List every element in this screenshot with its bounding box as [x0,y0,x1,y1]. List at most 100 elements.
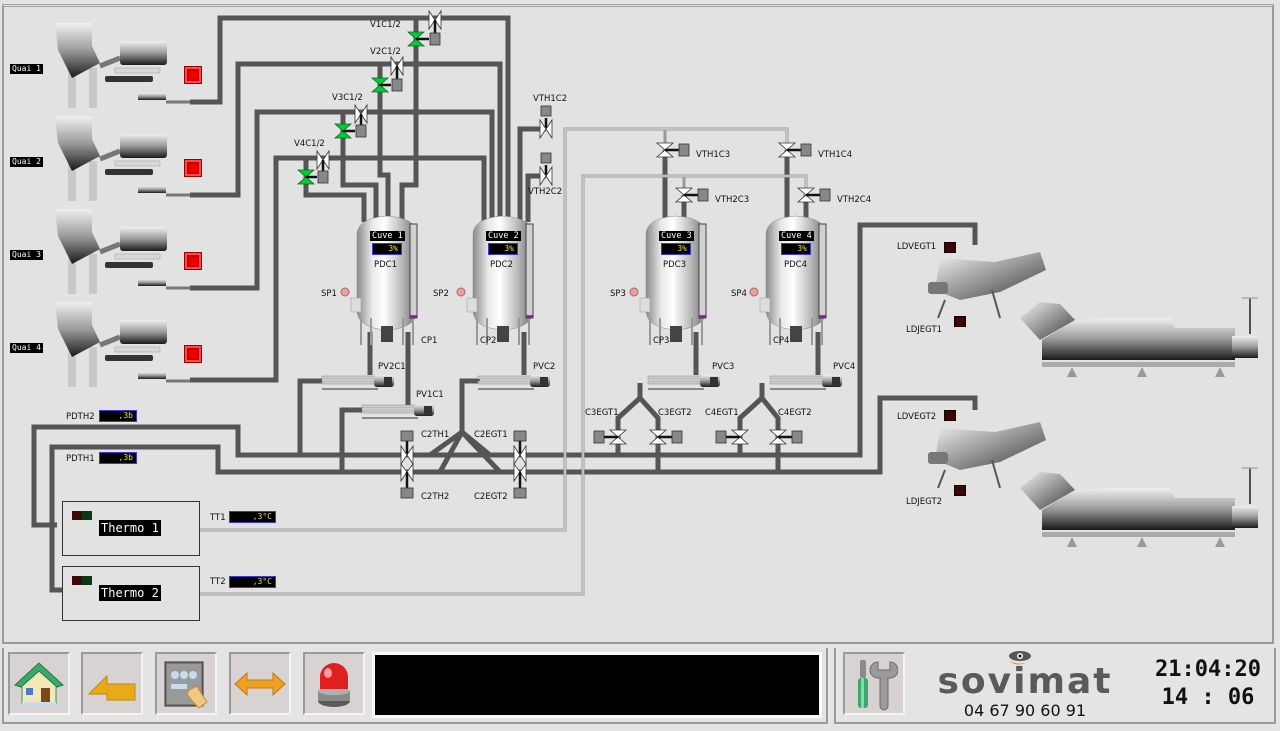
label-v3c12: V3C1/2 [332,93,363,103]
thermo-1-box[interactable]: Thermo 1 [62,501,200,556]
pipe-quai3 [190,109,495,291]
label-cp4: CP4 [773,336,789,346]
label-c4egt2: C4EGT2 [778,408,812,418]
label-ldjegt1: LDJEGT1 [906,325,942,335]
tank-2-sample-port-icon[interactable] [456,287,466,297]
valve-v1c12[interactable] [406,9,442,47]
valve-c2egt1[interactable] [513,430,527,466]
tank-2-level-fill [526,315,533,318]
tt1-display: ,3°C [229,511,276,523]
tank-1-level: 3% [372,243,402,255]
pipe-v3-cuve1 [340,114,379,222]
valve-vth2c4[interactable] [796,187,831,203]
valve-v3c12[interactable] [333,103,368,139]
quai-3-machine [55,209,190,294]
label-c2egt1: C2EGT1 [474,430,508,440]
label-cp3: CP3 [653,336,669,346]
label-ldjegt2: LDJEGT2 [906,497,942,507]
valve-vth2c3[interactable] [674,187,709,203]
valve-vth1c3[interactable] [655,142,690,158]
tank-2-level-gauge [525,223,534,319]
label-pvc3: PVC3 [712,362,734,372]
valve-vth2c2[interactable] [539,152,553,187]
valve-vth1c4[interactable] [777,142,812,158]
valve-c3egt2[interactable] [648,429,683,445]
pump-pvc4[interactable] [769,375,842,390]
valve-c4egt1[interactable] [715,429,750,445]
tank-3-name: Cuve 3 [659,231,694,241]
quai-2-machine [55,116,190,201]
tank-3-level-fill [699,315,706,318]
tools-icon [858,659,898,710]
tank-1-name: Cuve 1 [370,231,405,241]
tank-4-level-fill [819,315,826,318]
label-pv2c1: PV2C1 [378,362,406,372]
pipe-pdth1 [49,395,978,593]
tank-3-level-gauge [698,223,707,319]
press-2[interactable] [1020,467,1258,547]
pump-pvc2[interactable] [477,375,550,390]
double-arrow-icon [234,671,286,696]
valve-labels: V1C1/2 V2C1/2 V3C1/2 V4C1/2 VTH1C2 VTH2C… [66,20,942,587]
pump-pvc3[interactable] [647,375,720,390]
tank-3-sample-port-icon[interactable] [629,287,639,297]
footer-toolbar: sovimat 04 67 90 60 91 21:04:20 14 : 06 [0,645,1280,731]
home-button[interactable] [8,652,70,715]
control-panel-button[interactable] [155,652,217,715]
label-c2th1: C2TH1 [421,430,449,440]
tools-button[interactable] [843,652,905,715]
tank-4-sample-port-icon[interactable] [749,287,759,297]
quai-2-alarm-indicator[interactable] [184,159,202,177]
label-sp2: SP2 [433,289,449,299]
label-c3egt2: C3EGT2 [658,408,692,418]
thermo-2-box[interactable]: Thermo 2 [62,566,200,621]
clock-time: 21:04:20 [1155,657,1261,682]
valve-vth1c2[interactable] [539,105,553,140]
valve-v4c12[interactable] [296,149,330,185]
label-sp3: SP3 [610,289,626,299]
label-vth2c3: VTH2C3 [715,195,749,205]
quai-3-alarm-indicator[interactable] [184,252,202,270]
valve-c2th2[interactable] [400,462,414,499]
egouttoir-1[interactable] [928,252,1258,377]
label-pv1c1: PV1C1 [416,390,444,400]
valve-c2egt2[interactable] [513,462,527,499]
quai-1-machine [55,23,190,108]
alarms-button[interactable] [303,652,365,715]
valve-c4egt2[interactable] [768,429,803,445]
tank-1-sample-port-icon[interactable] [340,287,350,297]
tt2-display: ,3°C [229,576,276,588]
label-cp1: CP1 [421,336,437,346]
switch-view-button[interactable] [229,652,291,715]
valve-c2th1[interactable] [400,430,414,466]
thermo-1-status-led [72,511,92,520]
label-pdc1: PDC1 [374,260,397,270]
valve-v2c12[interactable] [370,55,404,93]
label-pdth1: PDTH1 [66,454,95,464]
brand-name: sovimat [937,661,1113,702]
pipe-v1-cuve1 [399,20,419,222]
tank-2-name: Cuve 2 [486,231,521,241]
footer-right-panel [834,648,1276,724]
eye-logo-icon [1009,651,1031,665]
ldvegt1-indicator [944,242,956,253]
brand-phone: 04 67 90 60 91 [963,701,1087,720]
label-sp4: SP4 [731,289,747,299]
pipe-pdth2 [31,222,978,528]
back-button[interactable] [81,652,143,715]
quai-4-alarm-indicator[interactable] [184,345,202,363]
valve-c3egt1[interactable] [593,429,628,445]
thermo-1-name: Thermo 1 [99,520,161,536]
quai-1-alarm-indicator[interactable] [184,66,202,84]
label-c2th2: C2TH2 [421,492,449,502]
pipe-quai2 [190,61,503,222]
pump-pv2c1[interactable] [321,375,394,390]
pump-pv1c1[interactable] [361,404,434,419]
label-pdc2: PDC2 [490,260,513,270]
ldjegt2-indicator [954,485,966,496]
egouttoir-2[interactable] [928,422,1258,547]
label-sp1: SP1 [321,289,337,299]
press-1[interactable] [1020,297,1258,377]
label-vth1c3: VTH1C3 [696,150,730,160]
